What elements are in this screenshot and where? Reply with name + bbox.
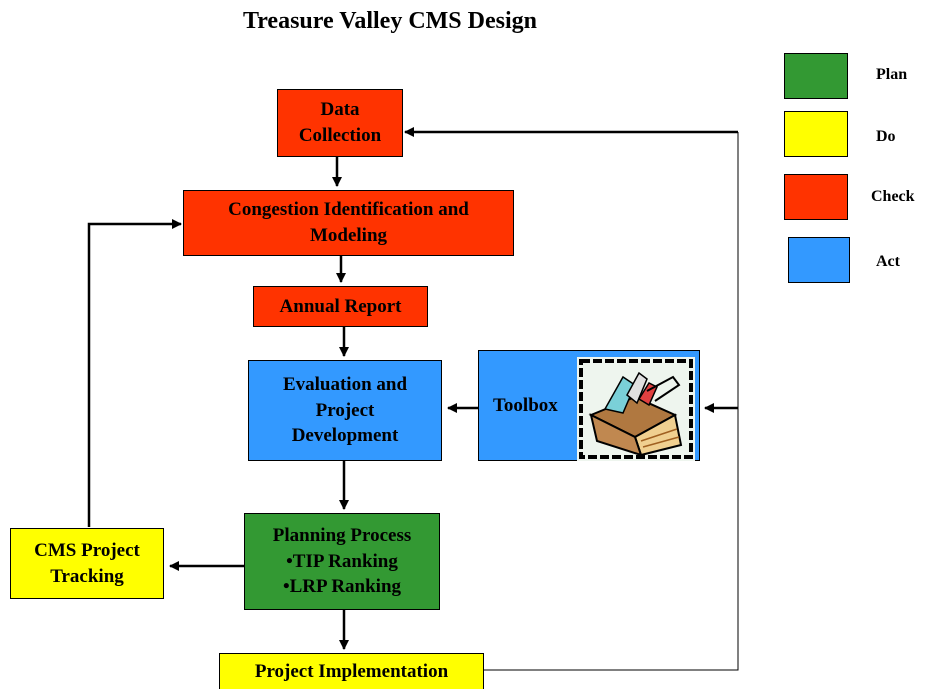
- tracking-line2: Tracking: [50, 565, 124, 587]
- evaluation-box: Evaluation and Project Development: [248, 360, 442, 461]
- legend-label-check: Check: [871, 188, 915, 205]
- diagram-title: Treasure Valley CMS Design: [242, 8, 537, 34]
- feedback-line-implementation: [484, 132, 739, 671]
- arrow-tracking-to-congestion: [87, 219, 182, 527]
- congestion-box: Congestion Identification and Modeling: [183, 190, 514, 256]
- toolbox-icon: [577, 357, 695, 461]
- annual-report-box: Annual Report: [253, 286, 428, 327]
- evaluation-line3: Development: [291, 425, 399, 447]
- planning-line2: •TIP Ranking: [286, 550, 398, 572]
- legend-swatch-plan: [784, 53, 848, 99]
- legend-label-act: Act: [876, 253, 900, 270]
- evaluation-line1: Evaluation and: [282, 374, 408, 396]
- congestion-line2: Modeling: [309, 225, 388, 246]
- congestion-line1: Congestion Identification and: [228, 199, 469, 221]
- implementation-box: Project Implementation: [219, 653, 484, 689]
- tracking-line1: CMS Project: [34, 539, 140, 561]
- toolbox-box: Toolbox: [478, 350, 700, 461]
- legend-swatch-do: [784, 111, 848, 157]
- planning-box: Planning Process •TIP Ranking •LRP Ranki…: [244, 513, 440, 610]
- data-collection-line2: Collection: [298, 125, 382, 146]
- data-collection-box: Data Collection: [277, 89, 403, 157]
- legend-label-do: Do: [876, 128, 896, 145]
- planning-line3: •LRP Ranking: [282, 576, 402, 598]
- planning-line1: Planning Process: [272, 525, 412, 547]
- legend-swatch-act: [788, 237, 850, 283]
- toolbox-label: Toolbox: [493, 395, 558, 416]
- tracking-box: CMS Project Tracking: [10, 528, 164, 599]
- data-collection-line1: Data: [320, 99, 360, 121]
- legend-label-plan: Plan: [876, 66, 908, 83]
- evaluation-line2: Project: [315, 399, 375, 421]
- legend-swatch-check: [784, 174, 848, 220]
